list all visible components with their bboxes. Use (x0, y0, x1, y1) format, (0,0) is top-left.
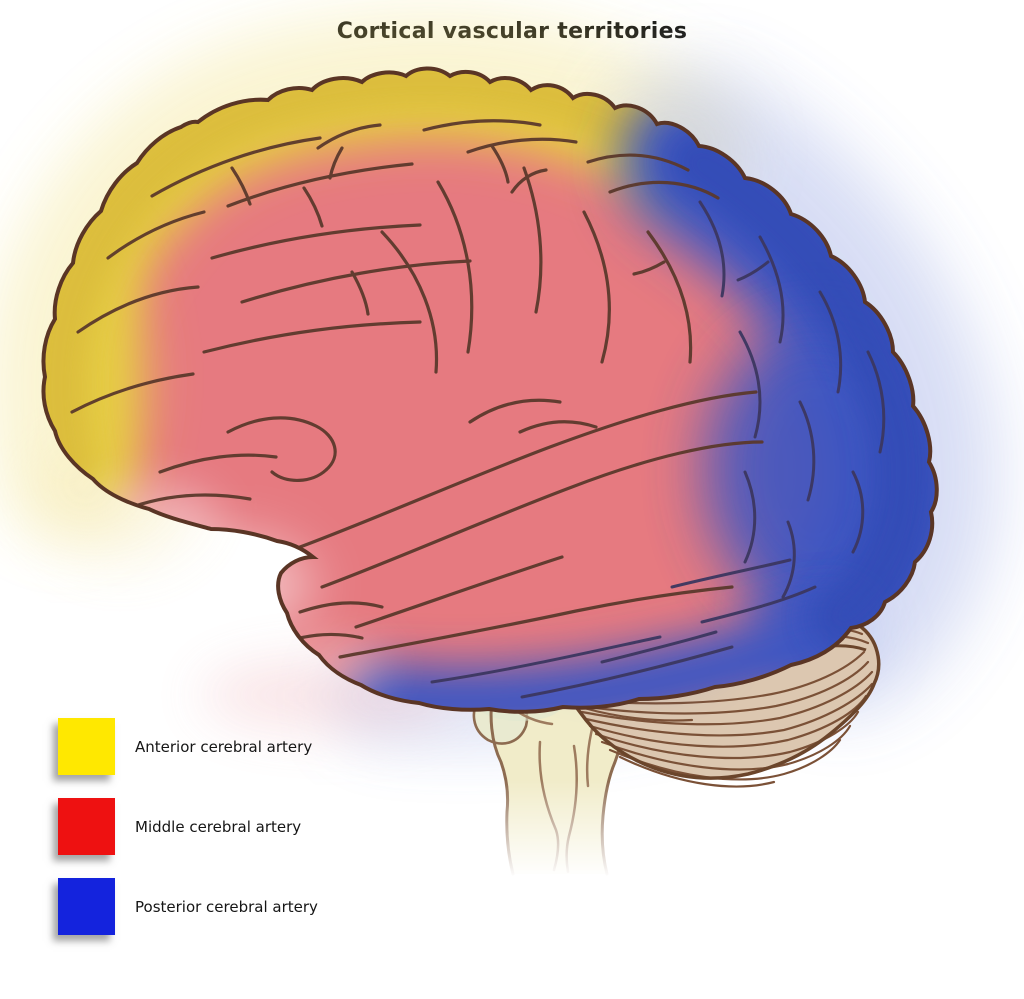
cerebrum-outline (41, 66, 939, 714)
legend-item-posterior: Posterior cerebral artery (58, 878, 318, 935)
middle-color-swatch (58, 798, 115, 855)
legend-item-middle: Middle cerebral artery (58, 798, 318, 855)
posterior-color-swatch (58, 878, 115, 935)
middle-label: Middle cerebral artery (135, 817, 302, 836)
anterior-label: Anterior cerebral artery (135, 737, 313, 756)
cerebrum-sulci (70, 119, 764, 659)
posterior-sulci (430, 200, 886, 699)
legend-item-anterior: Anterior cerebral artery (58, 718, 318, 775)
anterior-color-swatch (58, 718, 115, 775)
legend: Anterior cerebral artery Middle cerebral… (58, 718, 318, 935)
posterior-label: Posterior cerebral artery (135, 897, 318, 916)
